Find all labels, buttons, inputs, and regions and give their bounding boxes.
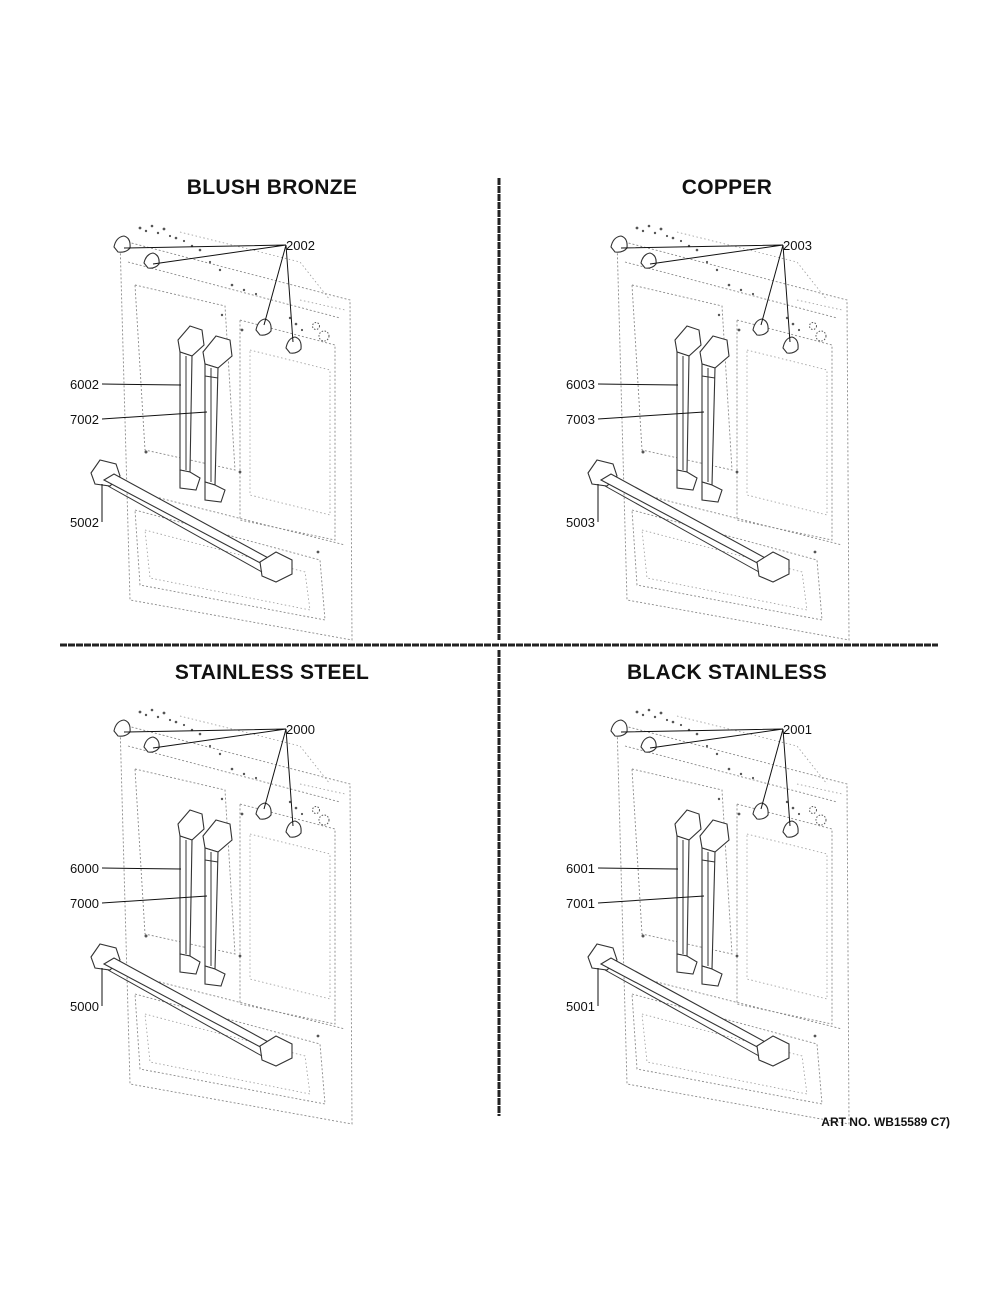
callout-knob-black-stainless: 2001 [783, 722, 812, 737]
quadrant-stainless-steel: STAINLESS STEEL 2000 6000 7000 5000 [70, 661, 369, 1125]
callout-knob-copper: 2003 [783, 238, 812, 253]
oven-illustration-blush-bronze [90, 224, 353, 641]
callout-lower-handle-black-stainless: 5001 [566, 999, 595, 1014]
quadrant-title-stainless-steel: STAINLESS STEEL [175, 661, 369, 684]
callout-right-handle-stainless-steel: 7000 [70, 896, 99, 911]
oven-illustration-stainless-steel [90, 708, 353, 1125]
callout-right-handle-black-stainless: 7001 [566, 896, 595, 911]
callout-lower-handle-blush-bronze: 5002 [70, 515, 99, 530]
oven-illustration-black-stainless [587, 708, 850, 1125]
art-number: ART NO. WB15589 C7) [821, 1115, 950, 1129]
callout-lower-handle-stainless-steel: 5000 [70, 999, 99, 1014]
callout-left-handle-blush-bronze: 6002 [70, 377, 99, 392]
quadrant-black-stainless: BLACK STAINLESS 2001 6001 7001 5001 [566, 661, 850, 1125]
callout-left-handle-copper: 6003 [566, 377, 595, 392]
callout-knob-stainless-steel: 2000 [286, 722, 315, 737]
quadrant-title-blush-bronze: BLUSH BRONZE [187, 176, 357, 199]
callout-right-handle-copper: 7003 [566, 412, 595, 427]
quadrant-blush-bronze: BLUSH BRONZE 2002 6002 7002 5002 [70, 176, 357, 641]
quadrant-title-black-stainless: BLACK STAINLESS [627, 661, 827, 684]
leader-lines-blush-bronze [101, 244, 294, 522]
callout-left-handle-black-stainless: 6001 [566, 861, 595, 876]
callout-right-handle-blush-bronze: 7002 [70, 412, 99, 427]
quadrant-copper: COPPER 2003 6003 7003 5003 [566, 176, 850, 641]
callout-lower-handle-copper: 5003 [566, 515, 595, 530]
callout-left-handle-stainless-steel: 6000 [70, 861, 99, 876]
quadrant-title-copper: COPPER [682, 176, 773, 199]
callout-knob-blush-bronze: 2002 [286, 238, 315, 253]
leader-lines-copper [597, 244, 791, 522]
oven-illustration-copper [587, 224, 850, 641]
leader-lines-stainless-steel [101, 728, 294, 1006]
leader-lines-black-stainless [597, 728, 791, 1006]
